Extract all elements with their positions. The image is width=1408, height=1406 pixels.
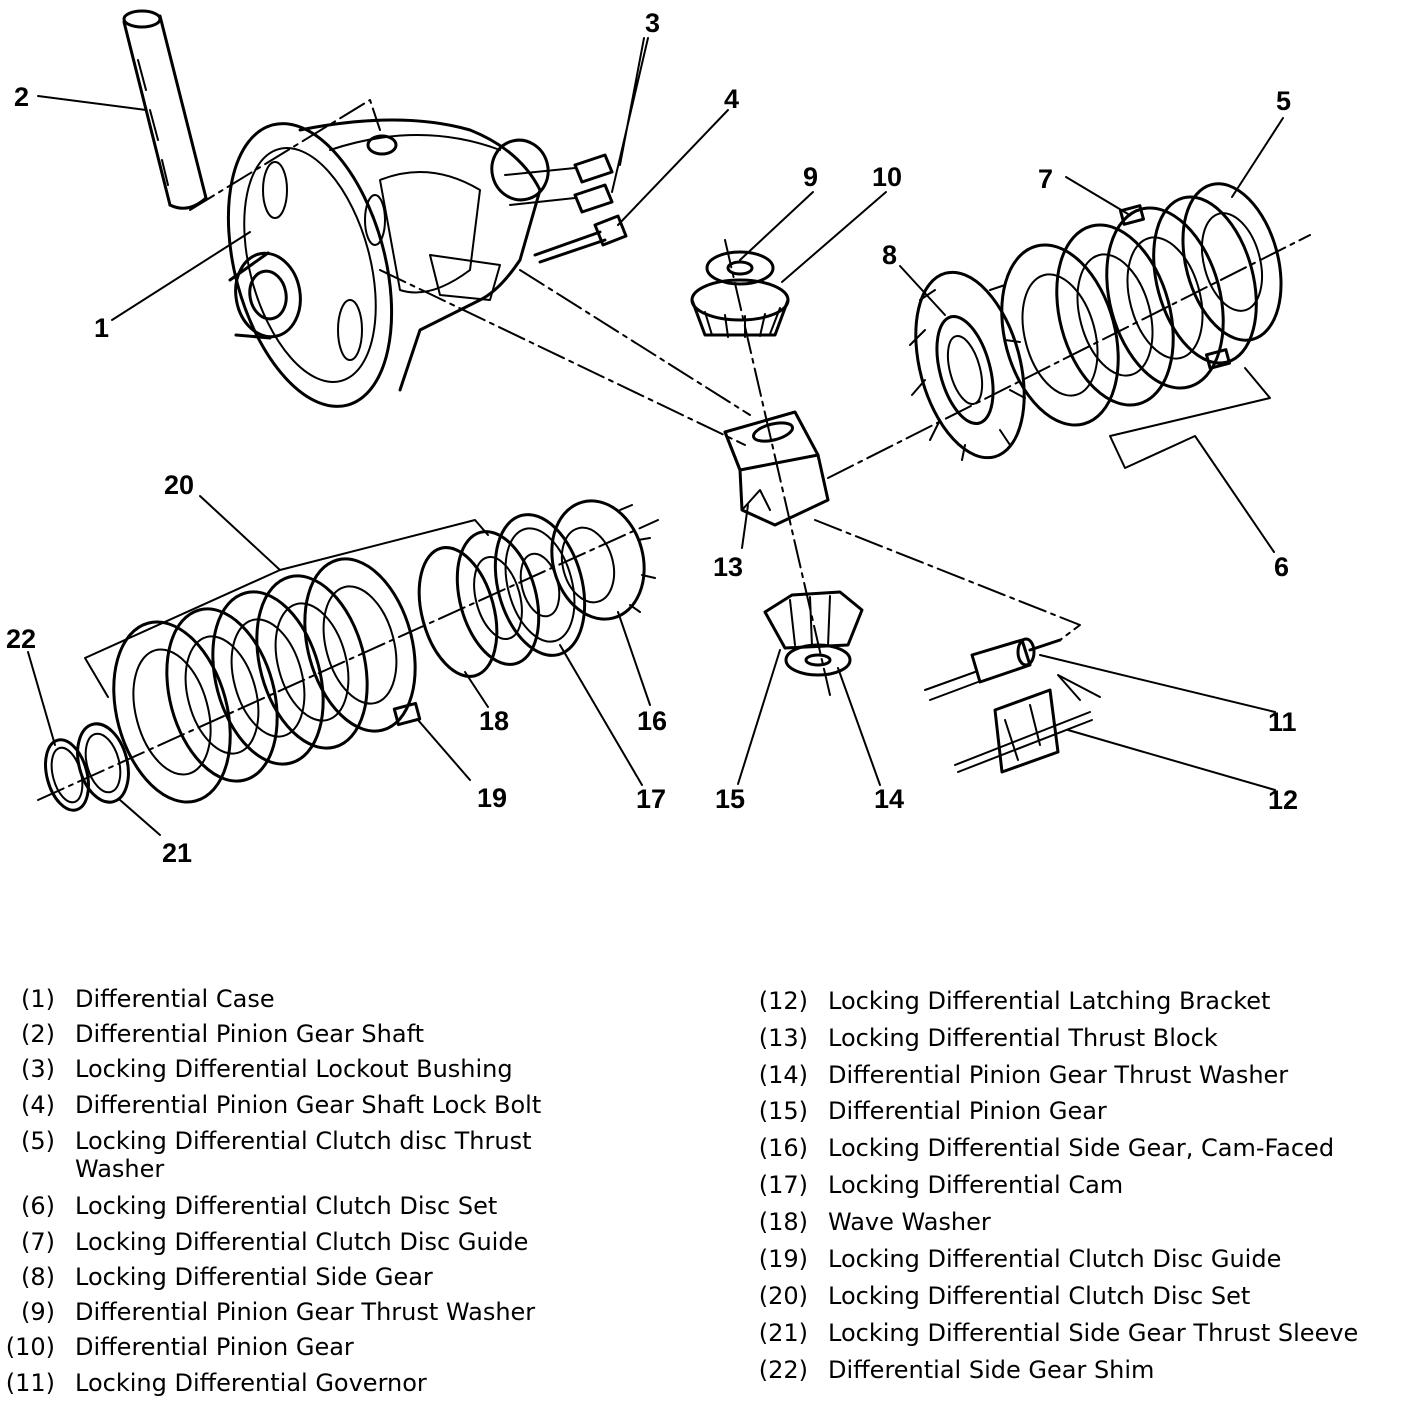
legend-number: (1) <box>21 985 55 1013</box>
legend-number: (5) <box>21 1127 55 1155</box>
callout-15: 15 <box>715 784 745 814</box>
callout-3: 3 <box>645 8 660 38</box>
legend-number: (10) <box>5 1333 55 1361</box>
callout-13: 13 <box>713 552 743 582</box>
legend-text: Differential Pinion Gear Thrust Washer <box>75 1298 536 1326</box>
callout-1: 1 <box>94 313 109 343</box>
exploded-view-diagram: 1 2 3 4 5 6 7 8 9 10 11 12 13 14 15 16 1… <box>6 8 1311 868</box>
differential-case-part <box>226 118 550 408</box>
legend-number: (15) <box>758 1097 808 1125</box>
callout-6: 6 <box>1274 552 1289 582</box>
side-gear-thrust-sleeve-part <box>76 722 130 804</box>
callout-11: 11 <box>1268 707 1297 737</box>
legend-text: Locking Differential Side Gear, Cam-Face… <box>828 1134 1335 1162</box>
legend-number: (21) <box>758 1319 808 1347</box>
legend-text: Locking Differential Clutch Disc Set <box>75 1192 498 1220</box>
legend-number: (2) <box>21 1020 55 1048</box>
legend-text: Differential Pinion Gear <box>828 1097 1107 1125</box>
cam-part <box>493 513 587 657</box>
legend-text: Locking Differential Clutch Disc Guide <box>75 1228 529 1256</box>
lockout-bushings-part <box>504 153 614 214</box>
pinion-thrust-washer-upper-part <box>705 250 775 286</box>
legend-text: Locking Differential Lockout Bushing <box>75 1055 513 1083</box>
legend-text: Locking Differential Side Gear <box>75 1263 433 1291</box>
legend-text: Differential Pinion Gear Thrust Washer <box>828 1061 1289 1089</box>
callout-21: 21 <box>162 838 192 868</box>
callout-2: 2 <box>14 82 29 112</box>
callout-5: 5 <box>1276 86 1291 116</box>
legend-number: (6) <box>21 1192 55 1220</box>
legend-number: (11) <box>5 1369 55 1397</box>
legend-number: (8) <box>21 1263 55 1291</box>
legend-number: (19) <box>758 1245 808 1273</box>
legend-text: Differential Pinion Gear <box>75 1333 354 1361</box>
legend-number: (9) <box>21 1298 55 1326</box>
legend-text: Differential Case <box>75 985 275 1013</box>
callout-14: 14 <box>874 784 904 814</box>
legend-number: (12) <box>758 987 808 1015</box>
thrust-block-part <box>723 410 830 527</box>
callout-19: 19 <box>477 783 507 813</box>
clutch-disc-guide-right-part <box>1119 204 1231 370</box>
clutch-disc-set-right-part <box>1000 195 1258 427</box>
legend-text: Wave Washer <box>828 1208 991 1236</box>
side-gear-right-part <box>909 270 1026 461</box>
clutch-disc-part <box>417 546 499 678</box>
legend-number: (14) <box>758 1061 808 1089</box>
callout-17: 17 <box>636 784 666 814</box>
clutch-disc-set-left-part <box>112 557 417 804</box>
legend-number: (4) <box>21 1091 55 1119</box>
legend-text: Differential Side Gear Shim <box>828 1356 1155 1384</box>
callout-18: 18 <box>479 706 509 736</box>
legend-text: Differential Pinion Gear Shaft Lock Bolt <box>75 1091 542 1119</box>
legend-text: Locking Differential Clutch disc Thrust … <box>75 1127 532 1183</box>
callout-22: 22 <box>6 624 36 654</box>
legend-text: Locking Differential Cam <box>828 1171 1124 1199</box>
lock-bolt-part <box>533 214 628 264</box>
legend-text: Locking Differential Clutch Disc Guide <box>828 1245 1282 1273</box>
callout-20: 20 <box>164 470 194 500</box>
callout-9: 9 <box>803 162 818 192</box>
legend-number: (18) <box>758 1208 808 1236</box>
legend-number: (13) <box>758 1024 808 1052</box>
legend-number: (16) <box>758 1134 808 1162</box>
legend-text: Locking Differential Thrust Block <box>828 1024 1218 1052</box>
legend-text: Locking Differential Latching Bracket <box>828 987 1271 1015</box>
callout-8: 8 <box>882 240 897 270</box>
callout-4: 4 <box>724 84 739 114</box>
clutch-thrust-washer-part <box>1181 182 1283 342</box>
callout-7: 7 <box>1038 164 1053 194</box>
clutch-disc-guide-left-part <box>392 701 422 727</box>
legend-number: (22) <box>758 1356 808 1384</box>
pinion-gear-shaft-part <box>122 9 208 210</box>
side-gear-shim-part <box>44 738 90 812</box>
callout-16: 16 <box>637 706 667 736</box>
legend-number: (20) <box>758 1282 808 1310</box>
callout-12: 12 <box>1268 785 1298 815</box>
legend-text: Locking Differential Side Gear Thrust Sl… <box>828 1319 1359 1347</box>
governor-part <box>924 637 1062 701</box>
pinion-gear-lower-part <box>763 590 864 650</box>
pinion-thrust-washer-lower-part <box>784 643 852 677</box>
legend-number: (7) <box>21 1228 55 1256</box>
callout-10: 10 <box>872 162 902 192</box>
legend-text: Locking Differential Clutch Disc Set <box>828 1282 1251 1310</box>
latching-bracket-part <box>954 688 1093 774</box>
legend-number: (17) <box>758 1171 808 1199</box>
legend-text: Differential Pinion Gear Shaft <box>75 1020 425 1048</box>
legend-number: (3) <box>21 1055 55 1083</box>
legend-text: Locking Differential Governor <box>75 1369 427 1397</box>
